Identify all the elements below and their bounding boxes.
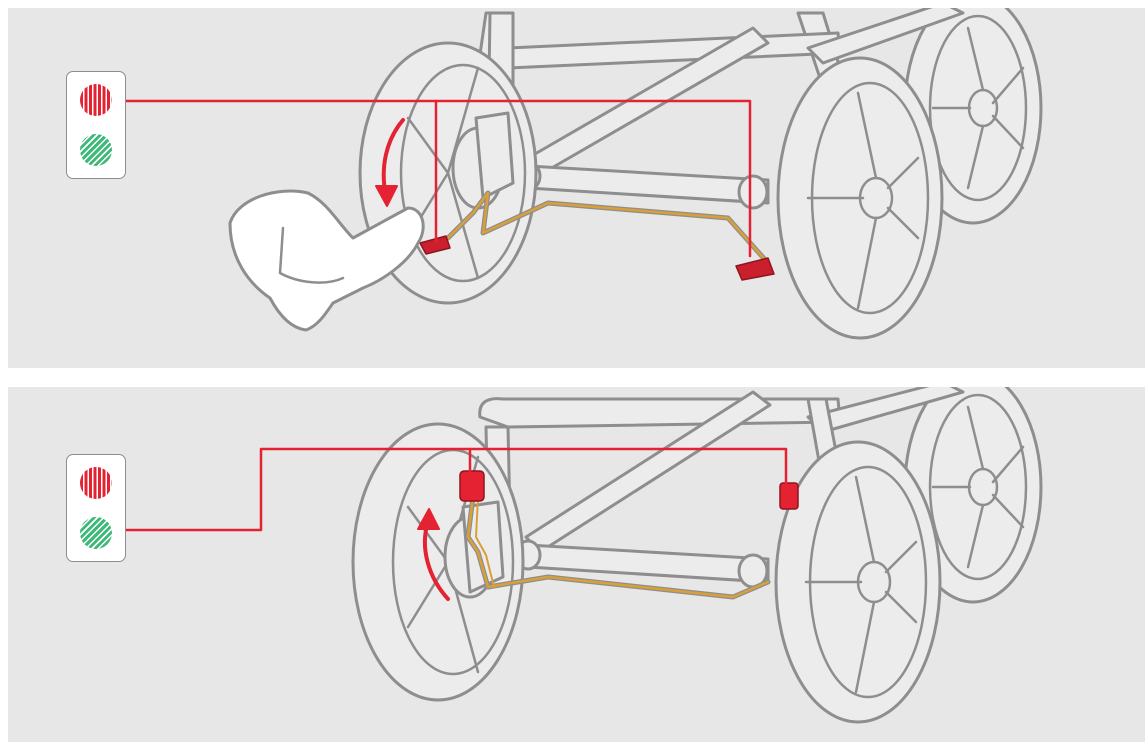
red-light-icon	[80, 467, 112, 499]
front-right-wheel	[776, 442, 940, 722]
step-engage-brake-panel	[8, 8, 1145, 368]
right-brake-pedal	[736, 258, 774, 280]
stroller-brake-release-illustration	[8, 387, 1145, 742]
front-right-wheel	[778, 58, 942, 338]
green-light-icon	[80, 517, 112, 549]
stroller-brake-engage-illustration	[8, 8, 1145, 368]
step-release-brake-panel	[8, 387, 1145, 742]
left-brake-pedal	[460, 471, 484, 501]
rear-left-wheel	[353, 424, 523, 700]
brake-status-indicator	[66, 454, 126, 562]
brake-status-indicator	[66, 71, 126, 179]
right-brake-pedal	[780, 483, 798, 509]
red-light-icon	[80, 84, 112, 116]
green-light-icon	[80, 134, 112, 166]
